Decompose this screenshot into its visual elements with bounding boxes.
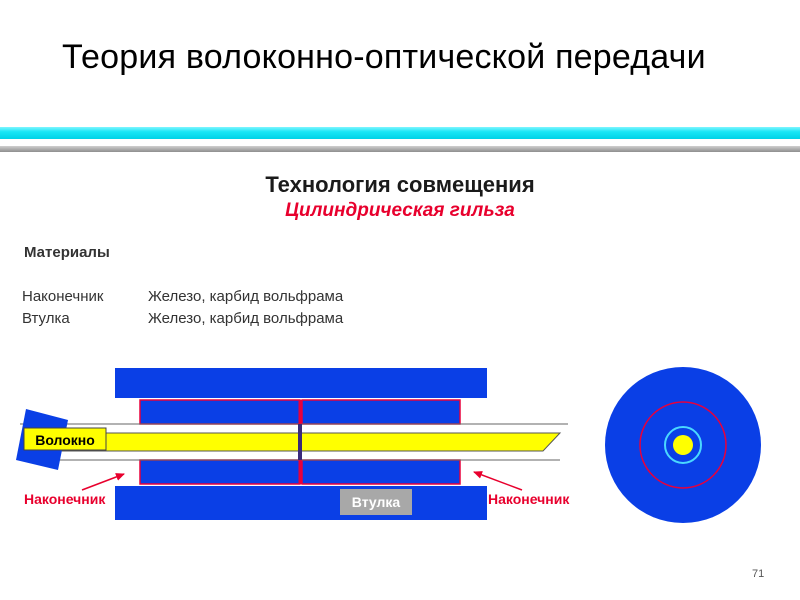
ferrule-left-label: Наконечник bbox=[24, 491, 106, 507]
sleeve-label: Втулка bbox=[352, 494, 401, 510]
cross-section-ferrule-outline bbox=[639, 401, 727, 489]
ferrule-right-label: Наконечник bbox=[488, 491, 570, 507]
slide-title: Теория волоконно-оптической передачи bbox=[62, 38, 706, 76]
header-gray-bar bbox=[0, 146, 800, 152]
fiber-label: Волокно bbox=[35, 432, 95, 448]
material-part-value: Железо, карбид вольфрама bbox=[148, 288, 344, 305]
cross-section-cladding bbox=[664, 426, 702, 464]
material-part-name: Наконечник bbox=[22, 288, 104, 305]
header-cyan-bar bbox=[0, 127, 800, 139]
ferrule-right-top bbox=[301, 399, 461, 425]
material-part-value: Железо, карбид вольфрама bbox=[148, 310, 344, 327]
sleeve-top-plate bbox=[115, 368, 487, 398]
ferrule-left-top bbox=[139, 399, 301, 425]
ferrule-left-arrow bbox=[81, 473, 125, 491]
ferrule-right-arrow bbox=[473, 471, 523, 491]
cross-section-core bbox=[673, 435, 693, 455]
section-subtitle: Цилиндрическая гильза bbox=[285, 200, 515, 221]
ferrule-left-bottom bbox=[139, 459, 301, 485]
material-part-name: Втулка bbox=[22, 310, 70, 327]
fiber-label-box bbox=[23, 427, 107, 451]
page-number: 71 bbox=[752, 568, 765, 580]
sleeve-label-box bbox=[340, 489, 412, 515]
ferrule-right-bottom bbox=[301, 459, 461, 485]
materials-heading: Материалы bbox=[24, 244, 110, 261]
section-title: Технология совмещения bbox=[265, 172, 535, 197]
sleeve-bottom-plate bbox=[115, 486, 487, 520]
